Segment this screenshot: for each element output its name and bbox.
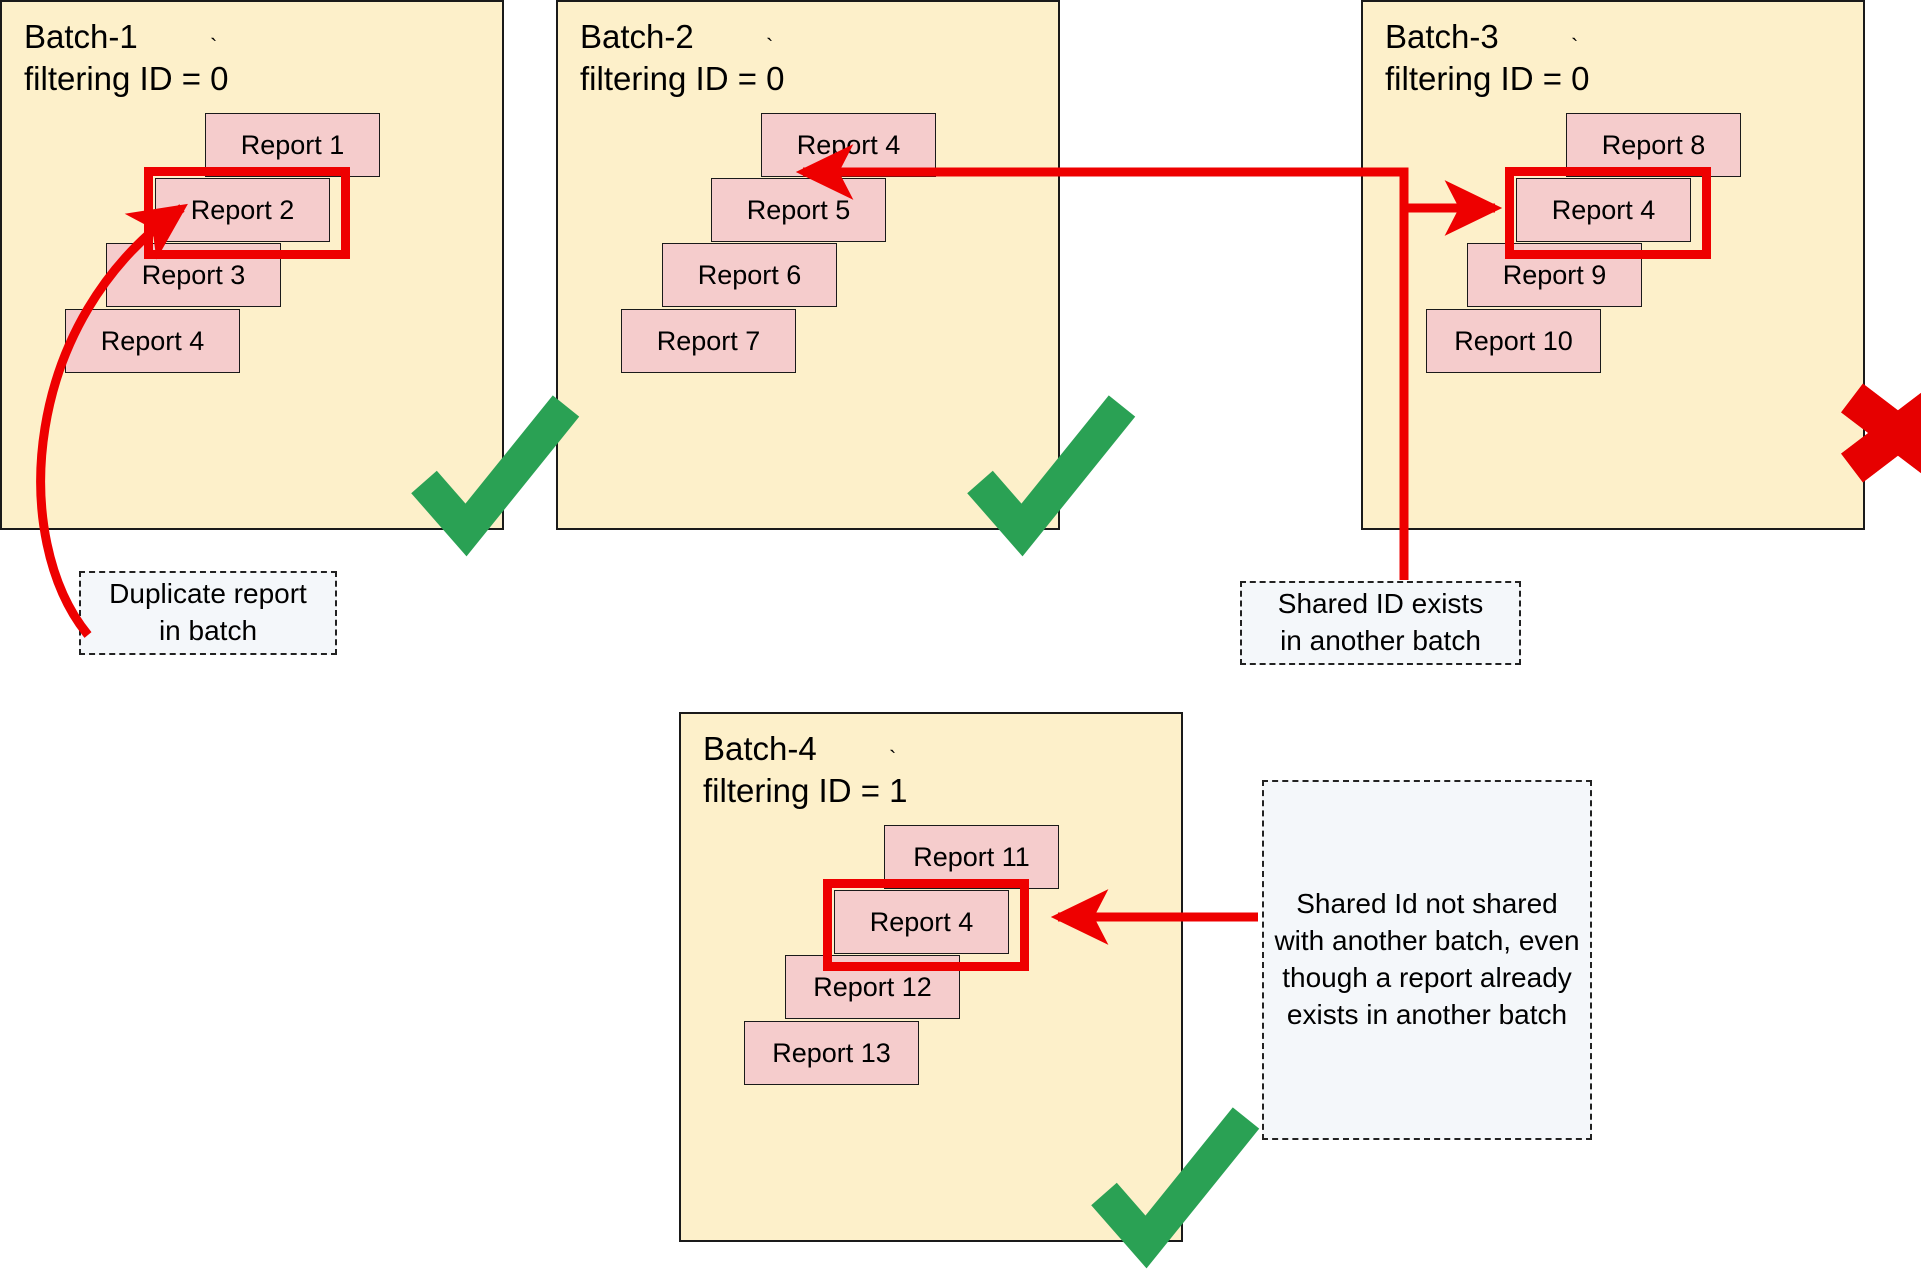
tick-glyph-icon: ` bbox=[766, 34, 774, 59]
batch-2-name: Batch-2 bbox=[580, 18, 694, 55]
report-card[interactable]: Report 4 bbox=[761, 113, 936, 177]
batch-container-3[interactable]: Batch-3 filtering ID = 0 ` Report 8 Repor… bbox=[1361, 0, 1865, 530]
batch-1-name: Batch-1 bbox=[24, 18, 138, 55]
note-duplicate-report[interactable]: Duplicate report in batch bbox=[79, 571, 337, 655]
batch-4-name: Batch-4 bbox=[703, 730, 817, 767]
batch-2-filter-label: filtering ID = 0 bbox=[580, 60, 785, 98]
batch-1-filter-label: filtering ID = 0 bbox=[24, 60, 229, 98]
note-shared-id-exists-line2: in another batch bbox=[1280, 625, 1481, 656]
report-card[interactable]: Report 4 bbox=[65, 309, 240, 373]
highlight-frame-batch-4 bbox=[823, 879, 1029, 971]
batch-container-1[interactable]: Batch-1 filtering ID = 0 ` Report 1 Repor… bbox=[0, 0, 504, 530]
batch-container-2[interactable]: Batch-2 filtering ID = 0 ` Report 4 Repor… bbox=[556, 0, 1060, 530]
note-duplicate-line1: Duplicate report bbox=[109, 578, 307, 610]
note-shared-id-not-shared[interactable]: Shared Id not shared with another batch,… bbox=[1262, 780, 1592, 1140]
tick-glyph-icon: ` bbox=[210, 34, 218, 59]
batch-3-name: Batch-3 bbox=[1385, 18, 1499, 55]
batch-3-filter-label: filtering ID = 0 bbox=[1385, 60, 1590, 98]
report-card[interactable]: Report 7 bbox=[621, 309, 796, 373]
report-card[interactable]: Report 5 bbox=[711, 178, 886, 242]
note-duplicate-line2: in batch bbox=[158, 615, 258, 646]
report-card[interactable]: Report 1 bbox=[205, 113, 380, 177]
report-card[interactable]: Report 11 bbox=[884, 825, 1059, 889]
report-card[interactable]: Report 13 bbox=[744, 1021, 919, 1085]
highlight-frame-batch-1 bbox=[144, 167, 350, 259]
highlight-frame-batch-3 bbox=[1505, 167, 1711, 259]
report-card[interactable]: Report 8 bbox=[1566, 113, 1741, 177]
tick-glyph-icon: ` bbox=[1571, 34, 1579, 59]
report-card[interactable]: Report 4 bbox=[834, 890, 1009, 954]
batch-2-title: Batch-2 filtering ID = 0 bbox=[580, 16, 785, 100]
report-card[interactable]: Report 4 bbox=[1516, 178, 1691, 242]
batch-container-4[interactable]: Batch-4 filtering ID = 1 ` Report 11 Repo… bbox=[679, 712, 1183, 1242]
batch-1-title: Batch-1 filtering ID = 0 bbox=[24, 16, 229, 100]
report-card[interactable]: Report 10 bbox=[1426, 309, 1601, 373]
report-card[interactable]: Report 2 bbox=[155, 178, 330, 242]
tick-glyph-icon: ` bbox=[889, 746, 897, 771]
note-shared-id-exists[interactable]: Shared ID exists in another batch bbox=[1240, 581, 1521, 665]
batch-3-title: Batch-3 filtering ID = 0 bbox=[1385, 16, 1590, 100]
report-card[interactable]: Report 6 bbox=[662, 243, 837, 307]
note-shared-id-exists-line1: Shared ID exists bbox=[1277, 588, 1484, 620]
note-shared-id-not-shared-text: Shared Id not shared with another batch,… bbox=[1274, 888, 1580, 1030]
batch-4-title: Batch-4 filtering ID = 1 bbox=[703, 728, 908, 812]
batch-4-filter-label: filtering ID = 1 bbox=[703, 772, 908, 810]
